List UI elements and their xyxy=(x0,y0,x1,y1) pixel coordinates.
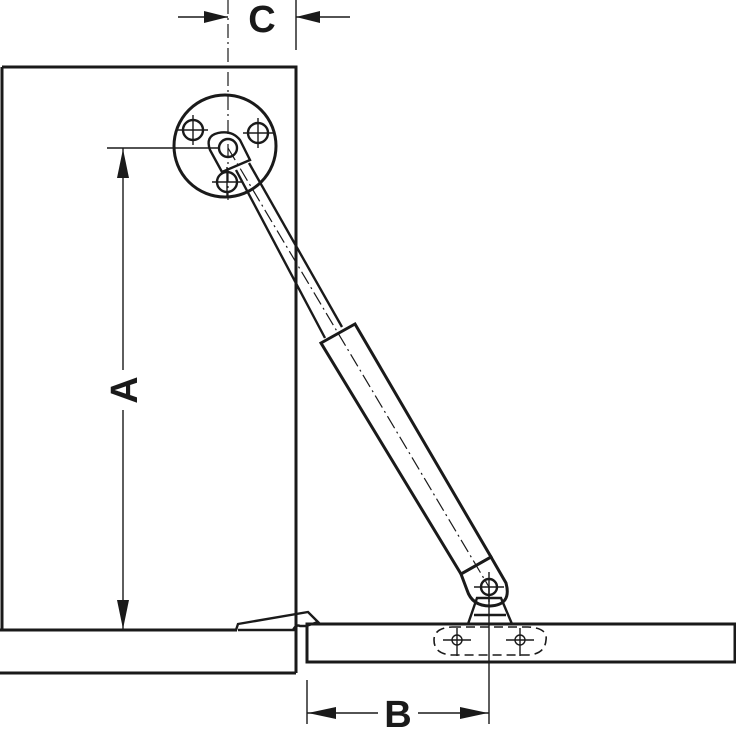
dimension-c: C xyxy=(178,0,350,50)
cabinet-side-panel xyxy=(0,65,298,630)
upper-mounting-plate xyxy=(172,93,278,199)
gas-strut-cylinder xyxy=(318,321,509,608)
dimension-a: A xyxy=(104,147,218,630)
centre-lines xyxy=(227,0,490,724)
dimension-label-c: C xyxy=(248,0,275,41)
flap-door xyxy=(305,622,736,664)
dimension-b: B xyxy=(306,680,489,730)
hinge xyxy=(234,610,321,632)
gas-strut-piston-rod xyxy=(234,162,344,339)
dimension-label-a: A xyxy=(104,376,146,403)
cabinet-bottom-panel xyxy=(0,628,298,675)
dimension-label-b: B xyxy=(384,694,411,730)
